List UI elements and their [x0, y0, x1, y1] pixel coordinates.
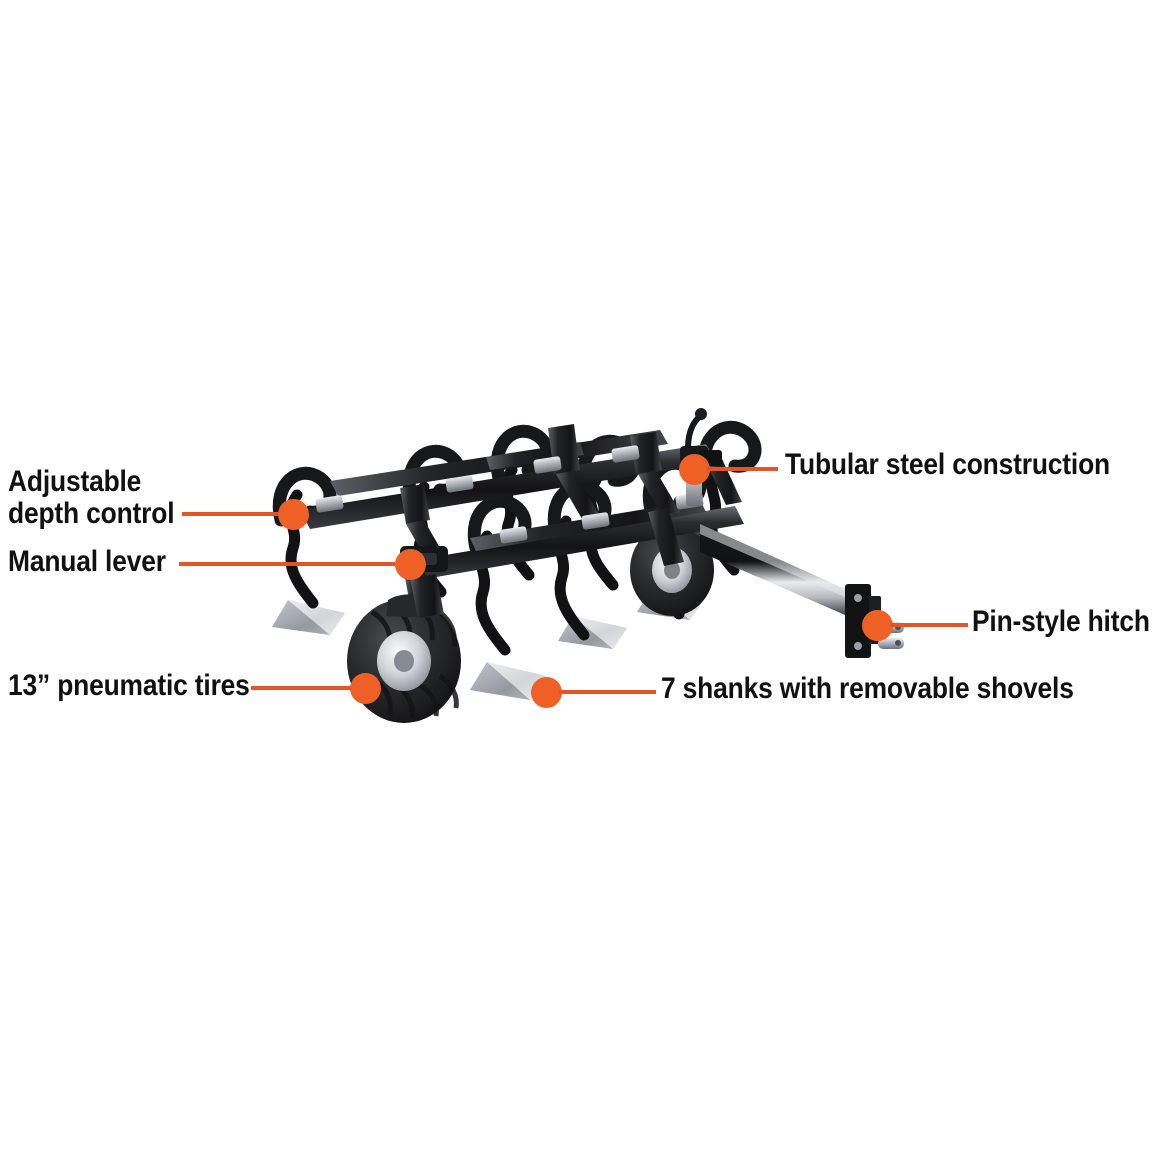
shovel — [558, 616, 627, 649]
callout-line-1: 7 shanks with removable shovels — [661, 672, 1074, 705]
main-frame-upper — [300, 424, 716, 529]
callout-leader-line-pin-style-hitch — [890, 623, 968, 627]
shank-clamp-group — [315, 445, 704, 544]
callout-line-1: Pin-style hitch — [972, 605, 1150, 638]
callout-label-shanks-with-removable-shovels: 7 shanks with removable shovels — [661, 672, 1074, 705]
callout-dot-tubular-steel-construction — [679, 454, 710, 485]
rear-wheel — [630, 524, 714, 616]
callout-dot-shanks-with-removable-shovels — [531, 677, 562, 708]
callout-leader-line-tubular-steel-construction — [706, 467, 778, 471]
callout-line-2: depth control — [8, 497, 175, 531]
callout-leader-line-adjustable-depth-control — [182, 512, 278, 516]
callout-leader-line-pneumatic-tires — [251, 686, 351, 690]
callout-leader-line-manual-lever — [179, 562, 395, 566]
callout-line-1: Tubular steel construction — [785, 448, 1110, 481]
callout-dot-manual-lever — [395, 549, 426, 580]
callout-dot-pin-style-hitch — [862, 610, 893, 641]
shovel — [637, 588, 704, 620]
callout-dot-adjustable-depth-control — [278, 499, 309, 530]
shank-group — [284, 457, 740, 656]
wheel-support-group — [410, 508, 684, 618]
callout-line-1: Adjustable — [8, 465, 142, 498]
callout-label-tubular-steel-construction: Tubular steel construction — [785, 448, 1110, 481]
callout-label-pneumatic-tires: 13” pneumatic tires — [8, 669, 250, 702]
callout-label-pin-style-hitch: Pin-style hitch — [972, 605, 1150, 638]
callout-leader-line-shanks-with-removable-shovels — [558, 690, 656, 694]
callout-line-1: Manual lever — [8, 545, 166, 578]
shovel — [272, 600, 345, 635]
callout-label-adjustable-depth-control: Adjustable depth control — [8, 465, 175, 531]
shovel-group — [272, 588, 704, 700]
callout-label-manual-lever: Manual lever — [8, 545, 166, 578]
tire-tread — [370, 601, 459, 719]
callout-dot-pneumatic-tires — [350, 673, 381, 704]
shank-coil-group — [272, 420, 762, 555]
callout-line-1: 13” pneumatic tires — [8, 669, 250, 702]
